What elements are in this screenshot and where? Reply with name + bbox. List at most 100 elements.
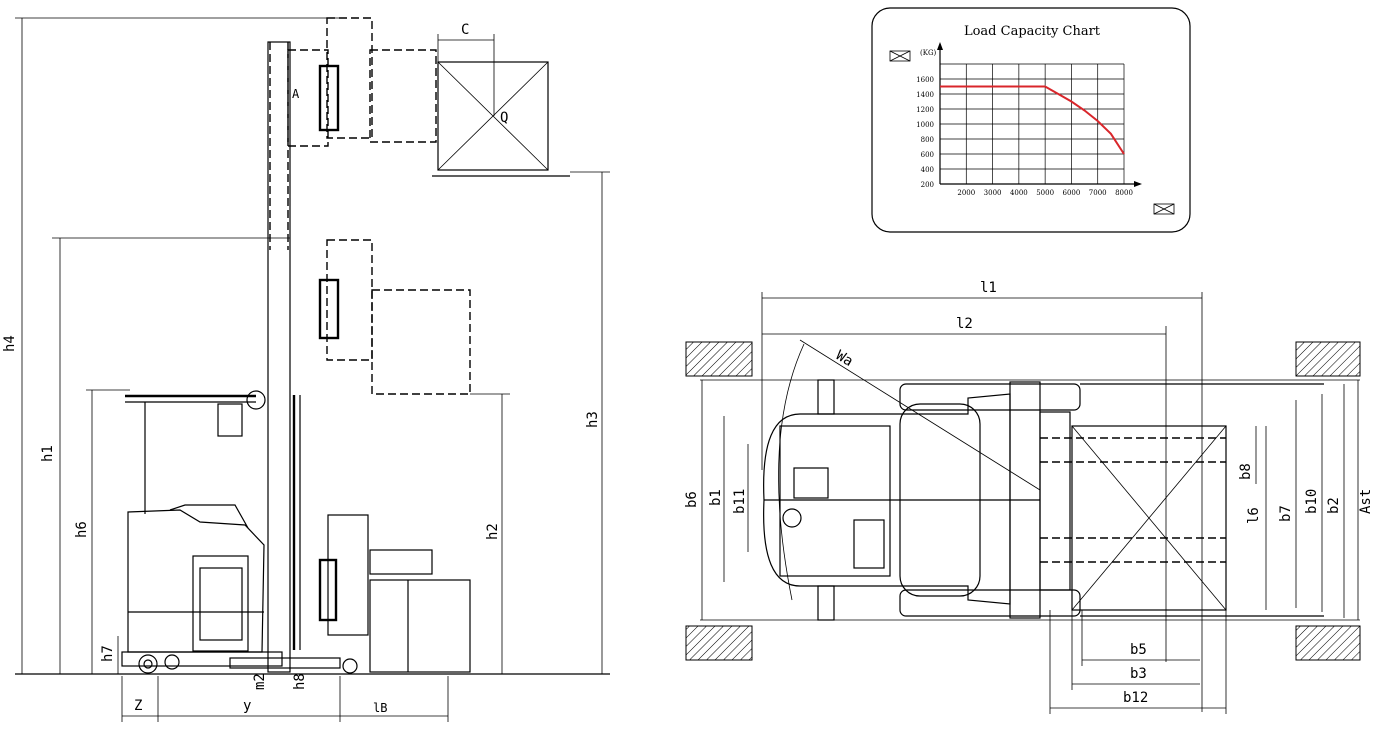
b5-label: b5: [1130, 642, 1147, 658]
carriage-top: [326, 17, 373, 139]
pallet-mid: [371, 289, 471, 395]
caster-wheel: [164, 654, 180, 670]
drive-wheel-hub: [143, 659, 153, 669]
carriage-plate-mid: [318, 278, 340, 340]
x-tick-label: 4000: [1010, 189, 1028, 197]
q-label: Q: [500, 110, 508, 126]
chart-ticks: 2000 3000 4000 5000 6000 7000 8000 1600 1400 1200…: [916, 76, 1133, 197]
chart-title: Load Capacity Chart: [964, 24, 1101, 39]
c-label: C: [461, 22, 469, 38]
h7-label: h7: [100, 645, 116, 662]
height-icon: [1153, 203, 1175, 215]
b7-label: b7: [1278, 505, 1294, 522]
carriage-plate-lower: [318, 558, 338, 622]
b3-label: b3: [1130, 666, 1147, 682]
carriage-lower: [327, 514, 369, 636]
h1-label: h1: [40, 445, 56, 462]
battery-top: [853, 519, 885, 569]
b6-label: b6: [684, 491, 700, 508]
x-axis-arrow: [1134, 181, 1142, 187]
b8-label: b8: [1238, 463, 1254, 480]
h6-label: h6: [74, 521, 90, 538]
drive-wheel: [138, 654, 158, 674]
l1-label: l1: [980, 280, 997, 296]
load-box: [437, 61, 549, 171]
operator-area: [779, 425, 891, 577]
chart-grid: [939, 63, 1125, 185]
x-tick-label: 3000: [984, 189, 1002, 197]
battery-cover: [192, 555, 249, 652]
h2-label: h2: [485, 523, 501, 540]
side-view: h4 h1 h6 h7 h3 h2 Z y lB m2 h8: [2, 17, 610, 722]
a-mark: A: [292, 87, 300, 101]
l2-label: l2: [956, 316, 973, 332]
y-unit: (KG): [920, 49, 937, 57]
m2-label: m2: [252, 673, 268, 690]
caster-top-right: [817, 585, 835, 621]
x-tick-label: 5000: [1036, 189, 1054, 197]
pallet-lower: [369, 579, 471, 673]
control-unit: [793, 467, 829, 499]
caster-top-left: [817, 379, 835, 415]
y-label: y: [243, 698, 251, 714]
mast-outer: [267, 41, 291, 673]
reach-leg-left: [899, 383, 1081, 411]
chart-axes: [937, 42, 1142, 187]
load-diag-2: [437, 61, 549, 171]
wall-bottom-left: [685, 625, 753, 661]
chart-frame: [871, 7, 1191, 233]
truck-body-top: [763, 393, 1011, 605]
load-diag-top-2: [1071, 425, 1227, 611]
h4-label: h4: [2, 335, 18, 352]
load-box-top: [1071, 425, 1227, 611]
pallet-top: [369, 49, 437, 143]
y-tick-label: 1400: [916, 91, 934, 99]
h3-label: h3: [585, 411, 601, 428]
fork-arm-lower: [369, 549, 433, 575]
carriage-plate-top: [318, 64, 340, 132]
steering-wheel: [782, 508, 802, 528]
fork-backrest-top: [1039, 411, 1071, 591]
top-view: l1 l2 Wa b6 b1 b11 b8 l6 b7 b10 b2 Ast: [684, 280, 1374, 714]
mast-head-top: [287, 49, 329, 147]
wall-top-right: [1295, 341, 1361, 377]
load-capacity-chart: Load Capacity Chart (KG) 2000 3000 4000 500…: [871, 7, 1191, 233]
battery-inner: [199, 567, 243, 641]
h8-label: h8: [292, 673, 308, 690]
ast-label: Ast: [1358, 489, 1374, 514]
x-tick-label: 2000: [957, 189, 975, 197]
lb-label: lB: [373, 701, 387, 715]
y-tick-label: 400: [921, 166, 934, 174]
y-tick-label: 600: [921, 151, 934, 159]
x-tick-label: 6000: [1063, 189, 1081, 197]
reach-leg-right: [899, 589, 1081, 617]
reach-leg: [229, 657, 341, 669]
wall-top-left: [685, 341, 753, 377]
guard-end: [246, 390, 266, 410]
truck-body: [127, 509, 265, 653]
chassis-base: [121, 651, 283, 667]
z-label: Z: [134, 698, 142, 714]
wa-label: Wa: [833, 348, 856, 370]
b11-label: b11: [732, 489, 748, 514]
l6-label: l6: [1246, 507, 1262, 524]
light-unit: [217, 403, 243, 437]
b1-label: b1: [708, 489, 724, 506]
carriage-mid: [326, 239, 373, 361]
b10-label: b10: [1304, 489, 1320, 514]
b12-label: b12: [1123, 690, 1148, 706]
wall-bottom-right: [1295, 625, 1361, 661]
wa-line: [799, 339, 1041, 491]
x-tick-label: 7000: [1089, 189, 1107, 197]
load-wheel: [342, 658, 358, 674]
y-tick-label: 1600: [916, 76, 934, 84]
capacity-series-line: [940, 85, 1125, 155]
y-tick-label: 1200: [916, 106, 934, 114]
weight-icon: [889, 50, 911, 62]
b2-label: b2: [1326, 497, 1342, 514]
wa-arc: [778, 343, 805, 601]
x-tick-label: 8000: [1115, 189, 1133, 197]
y-tick-label: 1000: [916, 121, 934, 129]
y-axis-arrow: [937, 42, 943, 50]
